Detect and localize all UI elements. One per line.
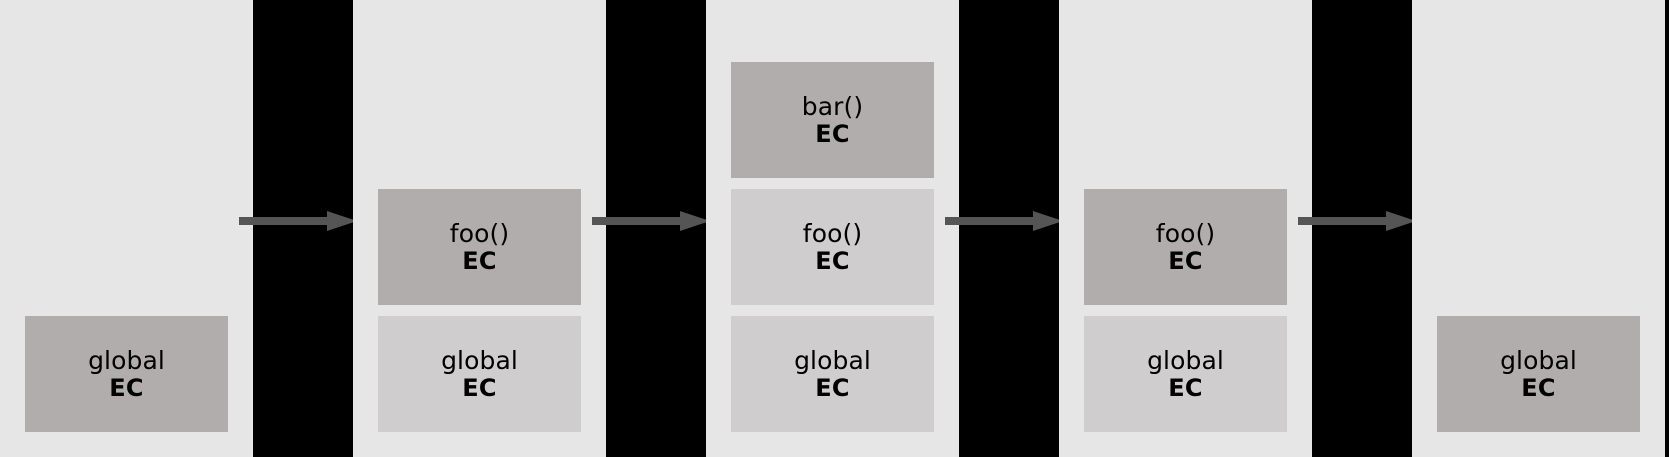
stage-transition-gap	[239, 0, 357, 457]
execution-context-frame: foo()EC	[378, 189, 581, 305]
arrow-right-icon	[1298, 211, 1416, 231]
frame-ec-label: EC	[815, 119, 850, 148]
arrow-right-icon	[592, 211, 710, 231]
frame-function-name: global	[794, 345, 871, 375]
frame-function-name: global	[88, 345, 165, 375]
execution-context-frame: foo()EC	[731, 189, 934, 305]
frame-function-name: foo()	[1155, 218, 1216, 248]
frame-function-name: bar()	[801, 91, 864, 121]
stage-transition-gap	[592, 0, 710, 457]
frame-function-name: foo()	[802, 218, 863, 248]
frame-ec-label: EC	[1168, 373, 1203, 402]
arrow-right-icon	[945, 211, 1063, 231]
frame-ec-label: EC	[462, 246, 497, 275]
frame-ec-label: EC	[109, 373, 144, 402]
frame-ec-label: EC	[815, 246, 850, 275]
frame-ec-label: EC	[462, 373, 497, 402]
stage-transition-gap	[945, 0, 1063, 457]
frame-function-name: global	[441, 345, 518, 375]
execution-context-frame: bar()EC	[731, 62, 934, 178]
frame-ec-label: EC	[1168, 246, 1203, 275]
stage-transition-gap	[1298, 0, 1416, 457]
arrow-right-icon	[239, 211, 357, 231]
frame-function-name: global	[1500, 345, 1577, 375]
frame-function-name: global	[1147, 345, 1224, 375]
frame-function-name: foo()	[449, 218, 510, 248]
execution-context-frame: foo()EC	[1084, 189, 1287, 305]
frame-ec-label: EC	[815, 373, 850, 402]
frame-ec-label: EC	[1521, 373, 1556, 402]
